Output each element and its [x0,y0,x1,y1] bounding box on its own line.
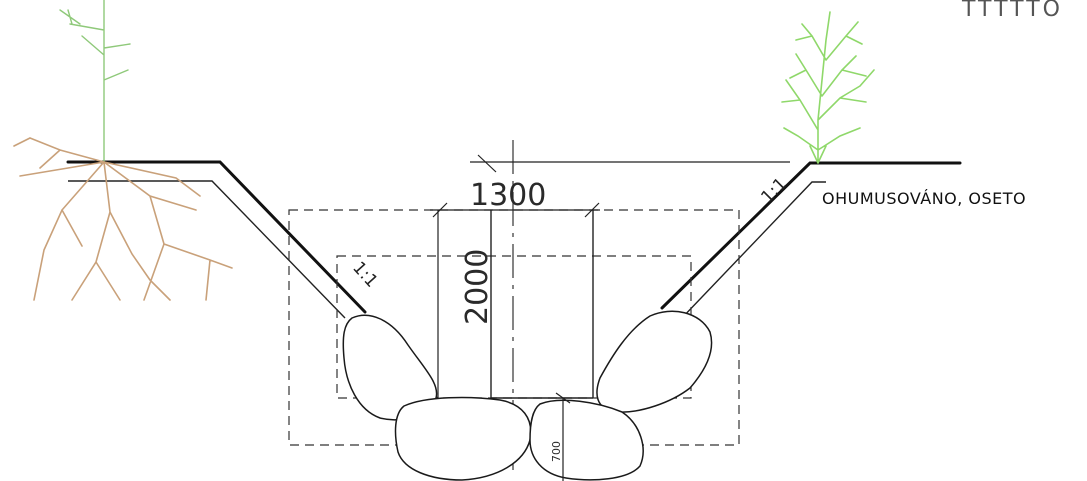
dim-bottom-label: 700 [550,441,563,462]
dim-width-tick-left [432,202,448,218]
drain-pipe-outline [490,210,594,399]
stone-bottom-right [529,399,644,481]
title-partial-text: TTTTTO [961,0,1063,22]
right-humus-line [679,181,826,321]
top-reference-tick [477,154,497,173]
dim-height-label: 2000 [460,249,495,325]
surface-note: OHUMUSOVÁNO, OSETO [822,189,1026,208]
right-ground-slope [660,161,962,310]
right-plant-icon [781,11,875,164]
slope-label-left: 1:1 [348,258,381,292]
riprap-stones [342,310,713,481]
dimension-width: 1300 [430,178,600,218]
dim-width-tick-right [584,202,600,218]
dimension-bottom: 700 [550,392,571,481]
dimension-height: 2000 [429,210,495,405]
stone-right [596,310,713,413]
left-plant-icon [13,0,233,301]
terrain-profile [66,160,962,321]
slope-label-right: 1:1 [757,174,790,207]
dim-bottom-tick [555,392,571,404]
left-plant-roots [13,137,233,301]
right-grass-tuft [781,11,875,164]
left-ground-slope [66,160,367,314]
stone-bottom-left [394,396,532,481]
dim-width-label: 1300 [470,178,546,213]
left-plant-stem [59,0,131,163]
left-humus-line [68,180,346,319]
